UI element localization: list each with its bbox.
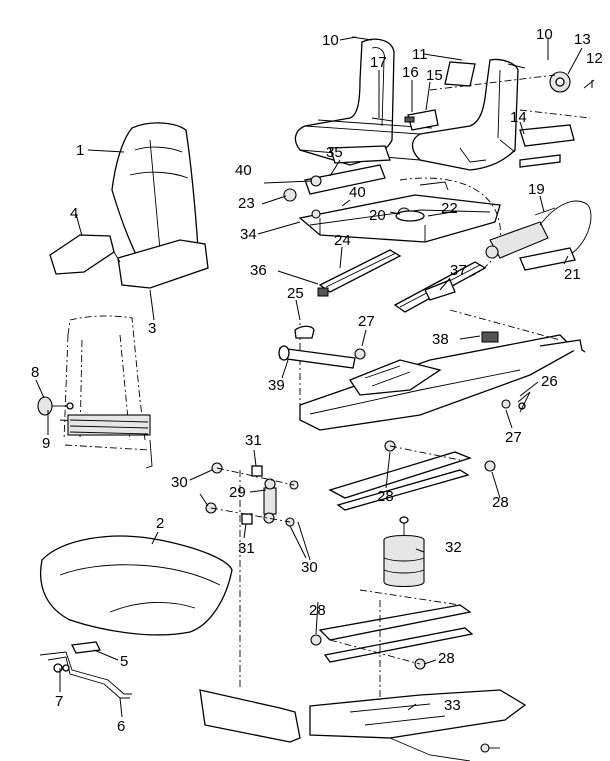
- base-plate-assembly: [278, 309, 586, 431]
- callout-40b: 40: [349, 184, 366, 201]
- callout-6: 6: [117, 718, 125, 735]
- callout-39: 39: [268, 377, 285, 394]
- callout-27a: 27: [358, 313, 375, 330]
- callout-35: 35: [326, 144, 343, 161]
- callout-31a: 31: [245, 432, 262, 449]
- callout-15: 15: [426, 67, 443, 84]
- callout-32: 32: [445, 539, 462, 556]
- callout-26: 26: [541, 373, 558, 390]
- callout-30a: 30: [171, 474, 188, 491]
- callout-31b: 31: [238, 540, 255, 557]
- shock-linkage: [205, 440, 496, 527]
- callout-28d: 28: [438, 650, 455, 667]
- callout-13: 13: [574, 31, 591, 48]
- callout-11: 11: [412, 46, 428, 63]
- callout-17: 17: [370, 54, 387, 71]
- seat-track-assembly: [283, 145, 592, 313]
- callout-7: 7: [55, 693, 63, 710]
- callout-27b: 27: [505, 429, 522, 446]
- leader-lines: [35, 36, 593, 718]
- callout-25: 25: [287, 285, 304, 302]
- callout-12: 12: [586, 50, 603, 67]
- callout-5: 5: [120, 653, 128, 670]
- callout-22: 22: [441, 200, 458, 217]
- callout-28c: 28: [309, 602, 326, 619]
- callout-2: 2: [156, 515, 164, 532]
- callout-21: 21: [564, 266, 581, 283]
- cushion-hardware: [39, 641, 132, 699]
- callout-14: 14: [510, 109, 527, 126]
- callout-33: 33: [444, 697, 461, 714]
- callout-1: 1: [76, 142, 84, 159]
- callout-40a: 40: [235, 162, 252, 179]
- seat-back-frame: [37, 315, 153, 469]
- air-spring: [383, 516, 425, 588]
- seat-back-assembly: [49, 122, 209, 289]
- callout-16: 16: [402, 64, 419, 81]
- callout-8: 8: [31, 364, 39, 381]
- callout-10a: 10: [322, 32, 339, 49]
- callout-4: 4: [70, 205, 78, 222]
- scissor-base: [199, 470, 527, 761]
- callout-28a: 28: [377, 488, 394, 505]
- callout-20: 20: [369, 207, 386, 224]
- callout-28b: 28: [492, 494, 509, 511]
- callout-38: 38: [432, 331, 449, 348]
- callout-24: 24: [334, 232, 351, 249]
- callout-36: 36: [250, 262, 267, 279]
- callout-29: 29: [229, 484, 246, 501]
- callout-9: 9: [42, 435, 50, 452]
- callout-30b: 30: [301, 559, 318, 576]
- callout-37: 37: [450, 262, 467, 279]
- callout-23: 23: [238, 195, 255, 212]
- callout-19: 19: [528, 181, 545, 198]
- callout-34: 34: [240, 226, 257, 243]
- recline-bracket-assembly: [294, 36, 595, 171]
- callout-10b: 10: [536, 26, 553, 43]
- seat-cushion: [40, 535, 233, 636]
- callout-3: 3: [148, 320, 156, 337]
- callout-labels: 1 2 3 4 5 6 7 8 9 10 10 11 12 13 14 15 1…: [31, 26, 603, 735]
